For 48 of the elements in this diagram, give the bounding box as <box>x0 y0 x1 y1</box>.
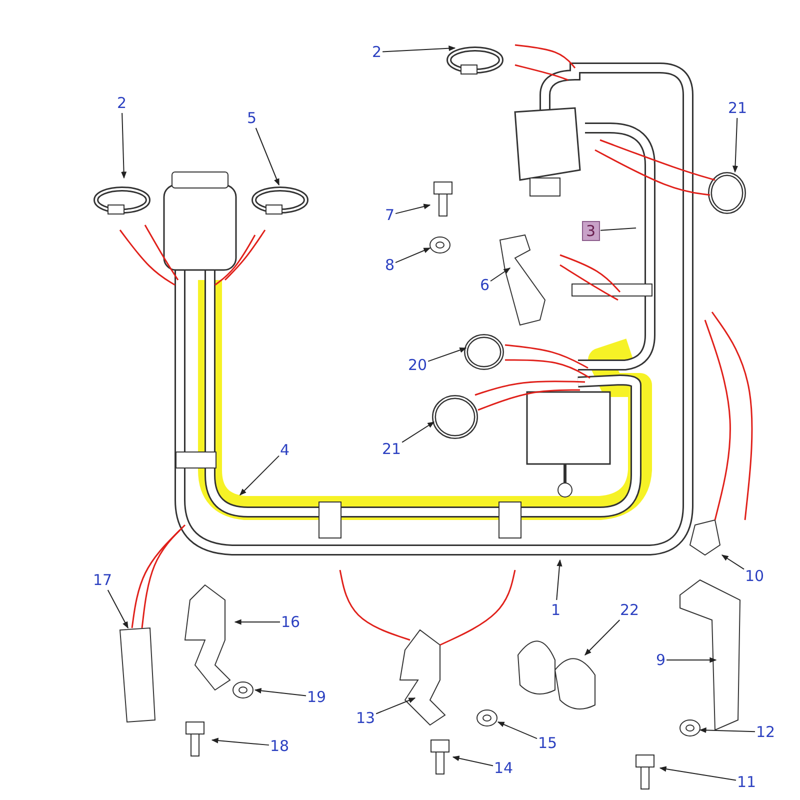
leader-line <box>428 347 467 362</box>
callout-number: 4 <box>280 441 290 459</box>
callout-number: 18 <box>270 737 290 755</box>
callout-number: 21 <box>382 440 402 458</box>
leader-line <box>254 688 306 696</box>
leader-line <box>376 698 416 714</box>
leader-line <box>395 248 431 264</box>
leader-line <box>211 738 270 746</box>
leader-line <box>600 228 636 231</box>
leader-line <box>382 46 456 52</box>
callout-number: 8 <box>385 256 395 274</box>
leader-line <box>402 422 435 443</box>
callout-number: 5 <box>247 109 257 127</box>
leader-line <box>121 112 127 179</box>
leader-line <box>699 727 756 733</box>
leader-line <box>666 657 717 663</box>
leader-line <box>452 756 494 766</box>
callout-number: 19 <box>307 688 326 706</box>
callout-number: 17 <box>93 571 112 589</box>
leader-line <box>732 118 738 173</box>
callout-number: 1 <box>551 601 561 619</box>
callout-number: 20 <box>408 356 428 374</box>
leader-line <box>659 766 736 781</box>
leader-line <box>107 590 128 629</box>
callout-number: 2 <box>117 94 127 112</box>
callout-number: 22 <box>620 601 640 619</box>
callout-number: 3 <box>582 221 600 241</box>
callout-number: 16 <box>281 613 300 631</box>
leader-line <box>497 722 538 740</box>
leader-line <box>721 554 744 570</box>
callout-number: 11 <box>737 773 756 791</box>
callout-number: 21 <box>728 99 748 117</box>
leader-line <box>556 559 562 600</box>
callout-number: 10 <box>745 567 764 585</box>
callout-number: 7 <box>385 206 395 224</box>
leader-line <box>584 620 620 656</box>
leader-line <box>240 455 280 496</box>
callout-number: 15 <box>538 734 558 752</box>
callout-number: 12 <box>756 723 776 741</box>
callout-number: 6 <box>480 276 490 294</box>
leader-line <box>395 204 431 214</box>
leader-line <box>234 619 280 625</box>
callout-number: 14 <box>494 759 514 777</box>
callout-number: 9 <box>656 651 666 669</box>
callout-number: 2 <box>372 43 382 61</box>
leader-line <box>255 128 280 186</box>
leader-line <box>490 268 511 282</box>
callout-number: 13 <box>356 709 376 727</box>
